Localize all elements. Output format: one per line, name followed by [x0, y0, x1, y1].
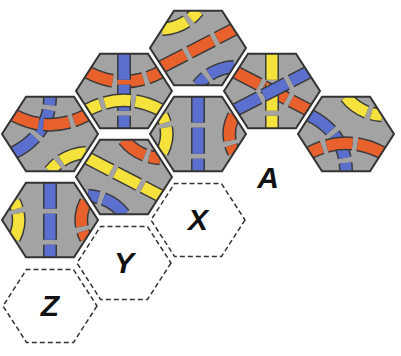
- tile-border: [76, 140, 172, 214]
- tile-border: [224, 54, 320, 128]
- tile-border: [150, 11, 246, 85]
- dashed-hex: [3, 270, 97, 343]
- color-band: [193, 97, 204, 171]
- dashed-hex: [151, 184, 245, 257]
- tile-face: [2, 97, 98, 171]
- tile-face: [298, 97, 394, 171]
- band-outline: [43, 183, 57, 257]
- band-outline: [14, 201, 19, 238]
- band-outline: [162, 29, 234, 66]
- tile-face: [224, 54, 320, 128]
- band-outline: [162, 115, 167, 152]
- hex-tile: [150, 97, 246, 171]
- color-band: [310, 143, 382, 152]
- band-outline: [236, 72, 308, 109]
- band-outline: [229, 115, 234, 152]
- tile-border: [76, 54, 172, 128]
- color-band: [88, 100, 160, 109]
- color-band: [81, 201, 86, 238]
- tile-border: [150, 97, 246, 171]
- color-band: [14, 201, 19, 238]
- color-band: [45, 183, 56, 257]
- hex-tile: [76, 140, 172, 214]
- empty-slot: Z: [2, 263, 98, 349]
- tile-face: [76, 140, 172, 214]
- color-band: [236, 72, 308, 109]
- empty-slot: X: [150, 177, 246, 263]
- color-band: [14, 115, 86, 124]
- color-band: [162, 115, 167, 152]
- dashed-hex: [77, 227, 171, 300]
- slot-letter: X: [188, 205, 208, 235]
- band-outline: [191, 97, 205, 171]
- tile-border: [2, 97, 98, 171]
- hex-tile: [2, 97, 98, 171]
- band-outline: [14, 115, 86, 124]
- tile-border: [298, 97, 394, 171]
- color-band: [119, 54, 130, 128]
- tile-face: [2, 183, 98, 257]
- color-band: [162, 29, 234, 66]
- slot-letter: Y: [114, 248, 134, 278]
- hex-tile: [224, 54, 320, 128]
- band-outline: [310, 143, 382, 152]
- tile-border: [2, 183, 98, 257]
- hex-tile: [298, 97, 394, 171]
- hex-tile: [76, 54, 172, 128]
- band-outline: [81, 201, 86, 238]
- tile-face: [150, 97, 246, 171]
- tile-face: [76, 54, 172, 128]
- slot-letter: A: [257, 163, 279, 193]
- tile-face: [150, 11, 246, 85]
- empty-slot: Y: [76, 220, 172, 306]
- band-outline: [88, 158, 160, 195]
- band-outline: [117, 54, 131, 128]
- band-outline: [88, 100, 160, 109]
- slot-letter: Z: [41, 291, 59, 321]
- color-band: [88, 158, 160, 195]
- hex-tile: [150, 11, 246, 85]
- color-band: [229, 115, 234, 152]
- hex-tile: [2, 183, 98, 257]
